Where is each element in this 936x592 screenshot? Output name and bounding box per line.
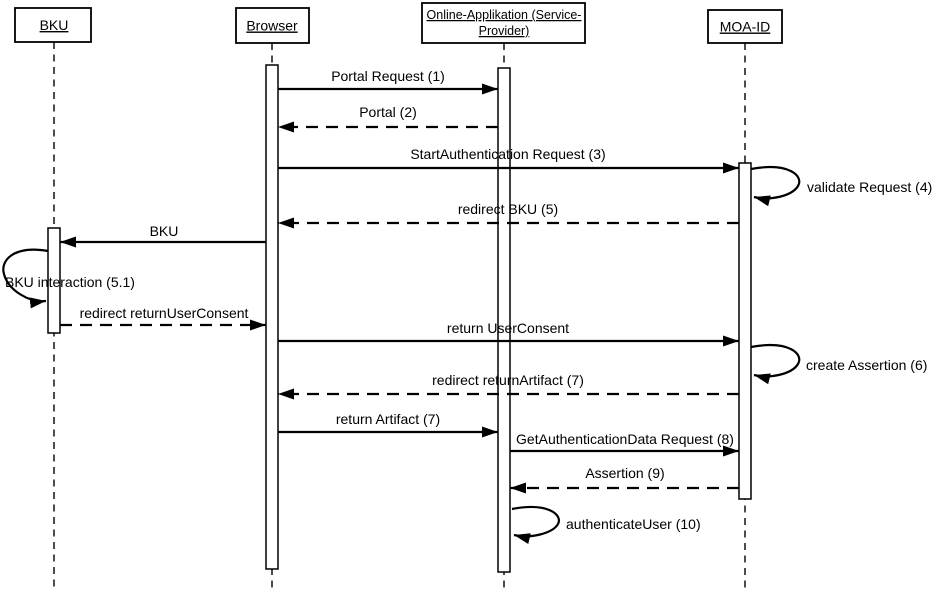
activation-moaid	[738, 162, 752, 500]
message-label-5: redirect returnUserConsent	[80, 305, 249, 321]
activation-bku	[47, 227, 61, 334]
activation-oa	[497, 67, 511, 573]
lifeline-label-bku: BKU	[40, 17, 69, 33]
self-loop-label-moaid: create Assertion (6)	[806, 357, 927, 373]
message-label-7: redirect returnArtifact (7)	[432, 372, 584, 388]
self-loop-label-bku: BKU interaction (5.1)	[5, 274, 135, 290]
self-loop-label-moaid: validate Request (4)	[807, 179, 932, 195]
message-label-10: Assertion (9)	[585, 465, 664, 481]
message-label-4: BKU	[150, 223, 179, 239]
lifeline-box-browser	[235, 7, 310, 44]
message-label-8: return Artifact (7)	[336, 411, 440, 427]
lifeline-box-moaid	[707, 9, 783, 44]
self-loop-label-oa: authenticateUser (10)	[566, 516, 701, 532]
message-label-2: StartAuthentication Request (3)	[410, 146, 605, 162]
message-label-9: GetAuthenticationData Request (8)	[516, 431, 734, 447]
lifeline-label-moaid: MOA-ID	[720, 19, 771, 35]
self-loop-line-moaid	[750, 344, 801, 385]
message-label-0: Portal Request (1)	[331, 68, 445, 84]
lifeline-box-bku	[14, 7, 92, 43]
lifeline-label-oa: Online-Applikation (Service-Provider)	[427, 8, 582, 38]
self-loop-line-bku	[2, 248, 49, 309]
lifeline-box-oa	[421, 2, 586, 44]
self-loop-line-moaid	[750, 166, 801, 207]
activation-browser	[265, 64, 279, 570]
message-label-1: Portal (2)	[359, 104, 417, 120]
message-label-3: redirect BKU (5)	[458, 201, 558, 217]
lifeline-label-browser: Browser	[246, 18, 298, 34]
self-loop-line-oa	[511, 505, 561, 545]
message-label-6: return UserConsent	[447, 320, 569, 336]
